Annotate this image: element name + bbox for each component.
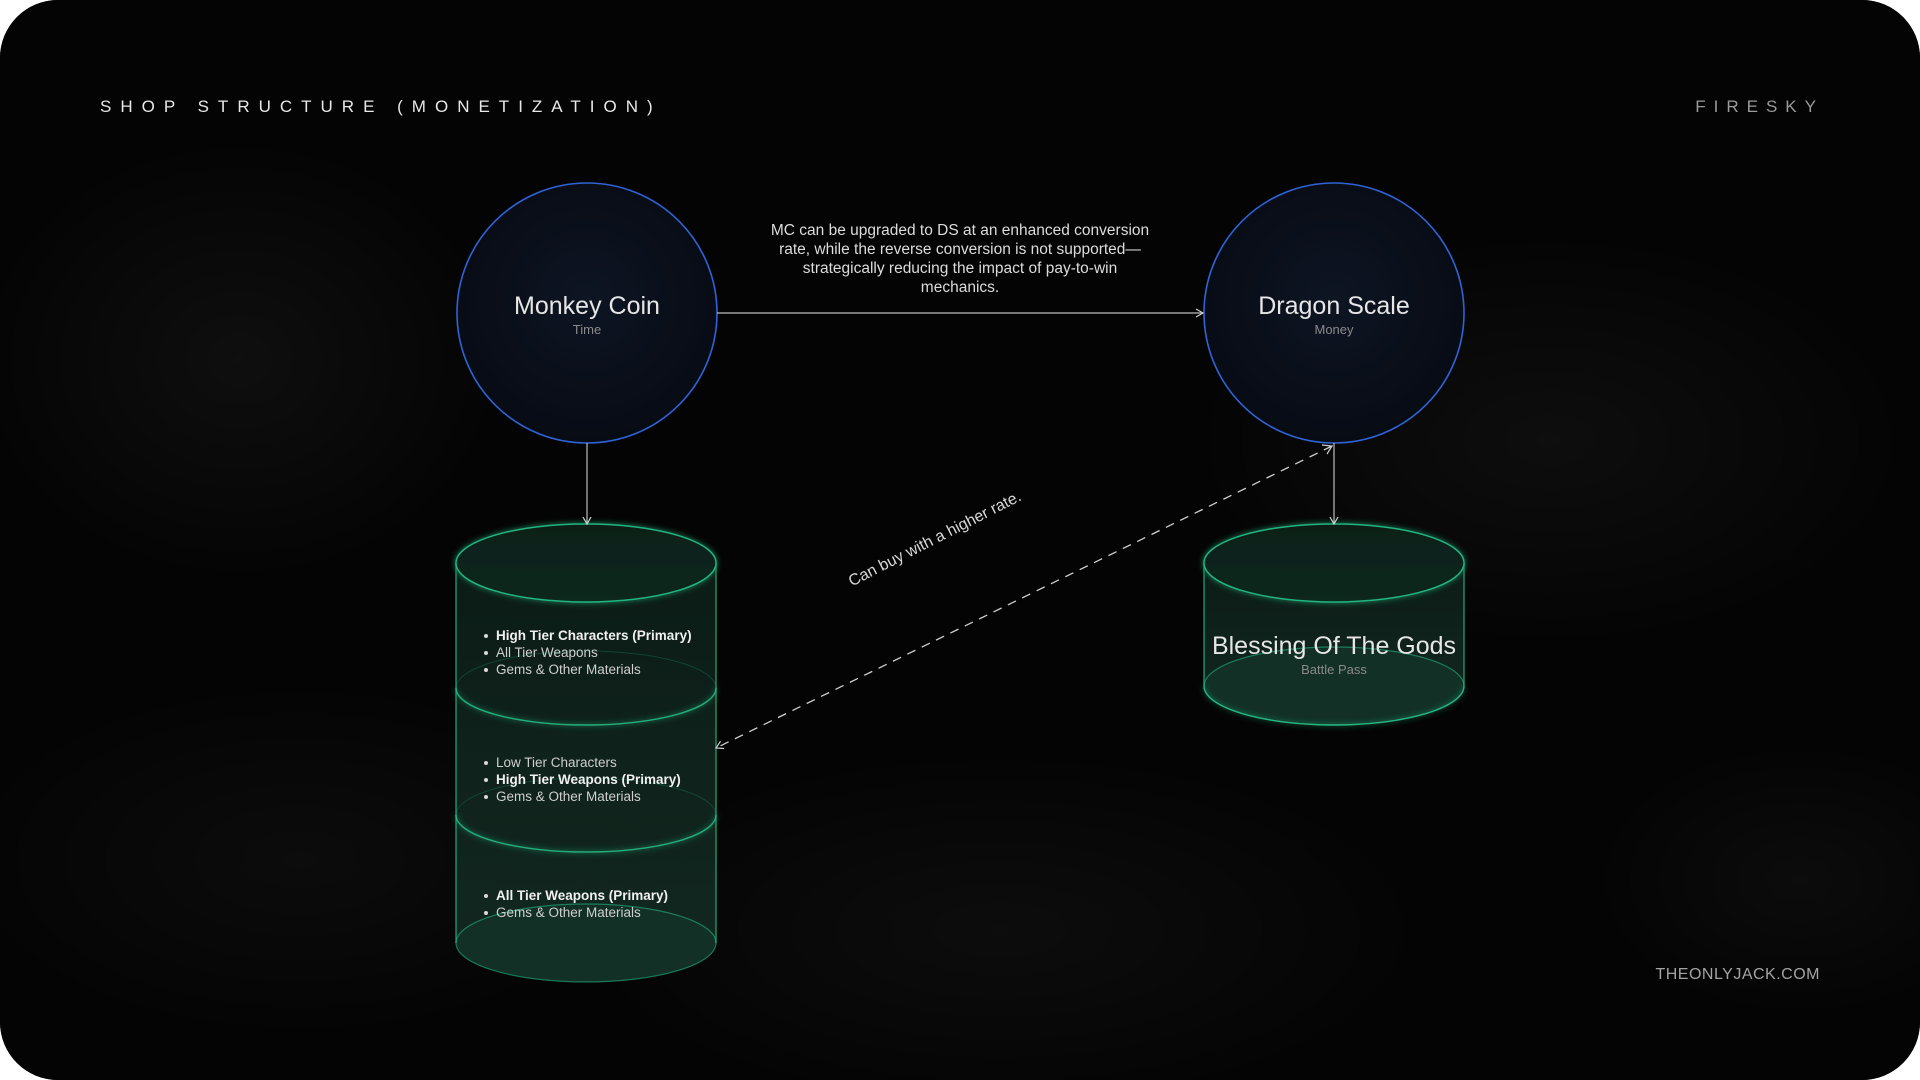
footer-site: THEONLYJACK.COM — [1655, 966, 1820, 983]
higher-rate-arrow-start — [1321, 444, 1334, 455]
ds-shop-subtitle: Battle Pass — [1301, 662, 1367, 677]
mc-shop-cylinder — [455, 523, 717, 983]
list-item: Gems & Other Materials — [484, 661, 692, 678]
list-item: High Tier Characters (Primary) — [484, 628, 692, 643]
ds-shop-title: Blessing Of The Gods — [1211, 632, 1457, 660]
conversion-note: MC can be upgraded to DS at an enhanced … — [770, 222, 1150, 296]
list-item: Gems & Other Materials — [484, 788, 681, 805]
monkey-coin-title: Monkey Coin — [514, 292, 660, 320]
higher-rate-dashed-arrow — [714, 445, 1333, 750]
mc-shop-tier-3: All Tier Weapons (Primary) Gems & Other … — [478, 887, 668, 921]
brand-name: FIRESKY — [1695, 97, 1824, 116]
ds-shop-node: Blessing Of The Gods Battle Pass — [1204, 631, 1464, 678]
list-item: Low Tier Characters — [484, 754, 681, 771]
slide-title: SHOP STRUCTURE (MONETIZATION) — [100, 97, 662, 116]
list-item: Gems & Other Materials — [483, 904, 668, 921]
mc-shop-tier-2: Low Tier Characters High Tier Weapons (P… — [478, 754, 681, 805]
dragon-scale-node: Dragon Scale Money — [1234, 291, 1434, 338]
monkey-coin-node: Monkey Coin Time — [487, 291, 687, 338]
ds-shop-cylinder — [1203, 523, 1465, 726]
dragon-scale-subtitle: Money — [1314, 322, 1354, 337]
list-item: All Tier Weapons (Primary) — [483, 888, 669, 903]
dragon-scale-title: Dragon Scale — [1258, 292, 1410, 320]
list-item: All Tier Weapons — [484, 644, 692, 661]
monkey-coin-subtitle: Time — [572, 322, 602, 337]
mc-shop-tier-1: High Tier Characters (Primary) All Tier … — [478, 627, 692, 678]
list-item: High Tier Weapons (Primary) — [484, 772, 681, 787]
